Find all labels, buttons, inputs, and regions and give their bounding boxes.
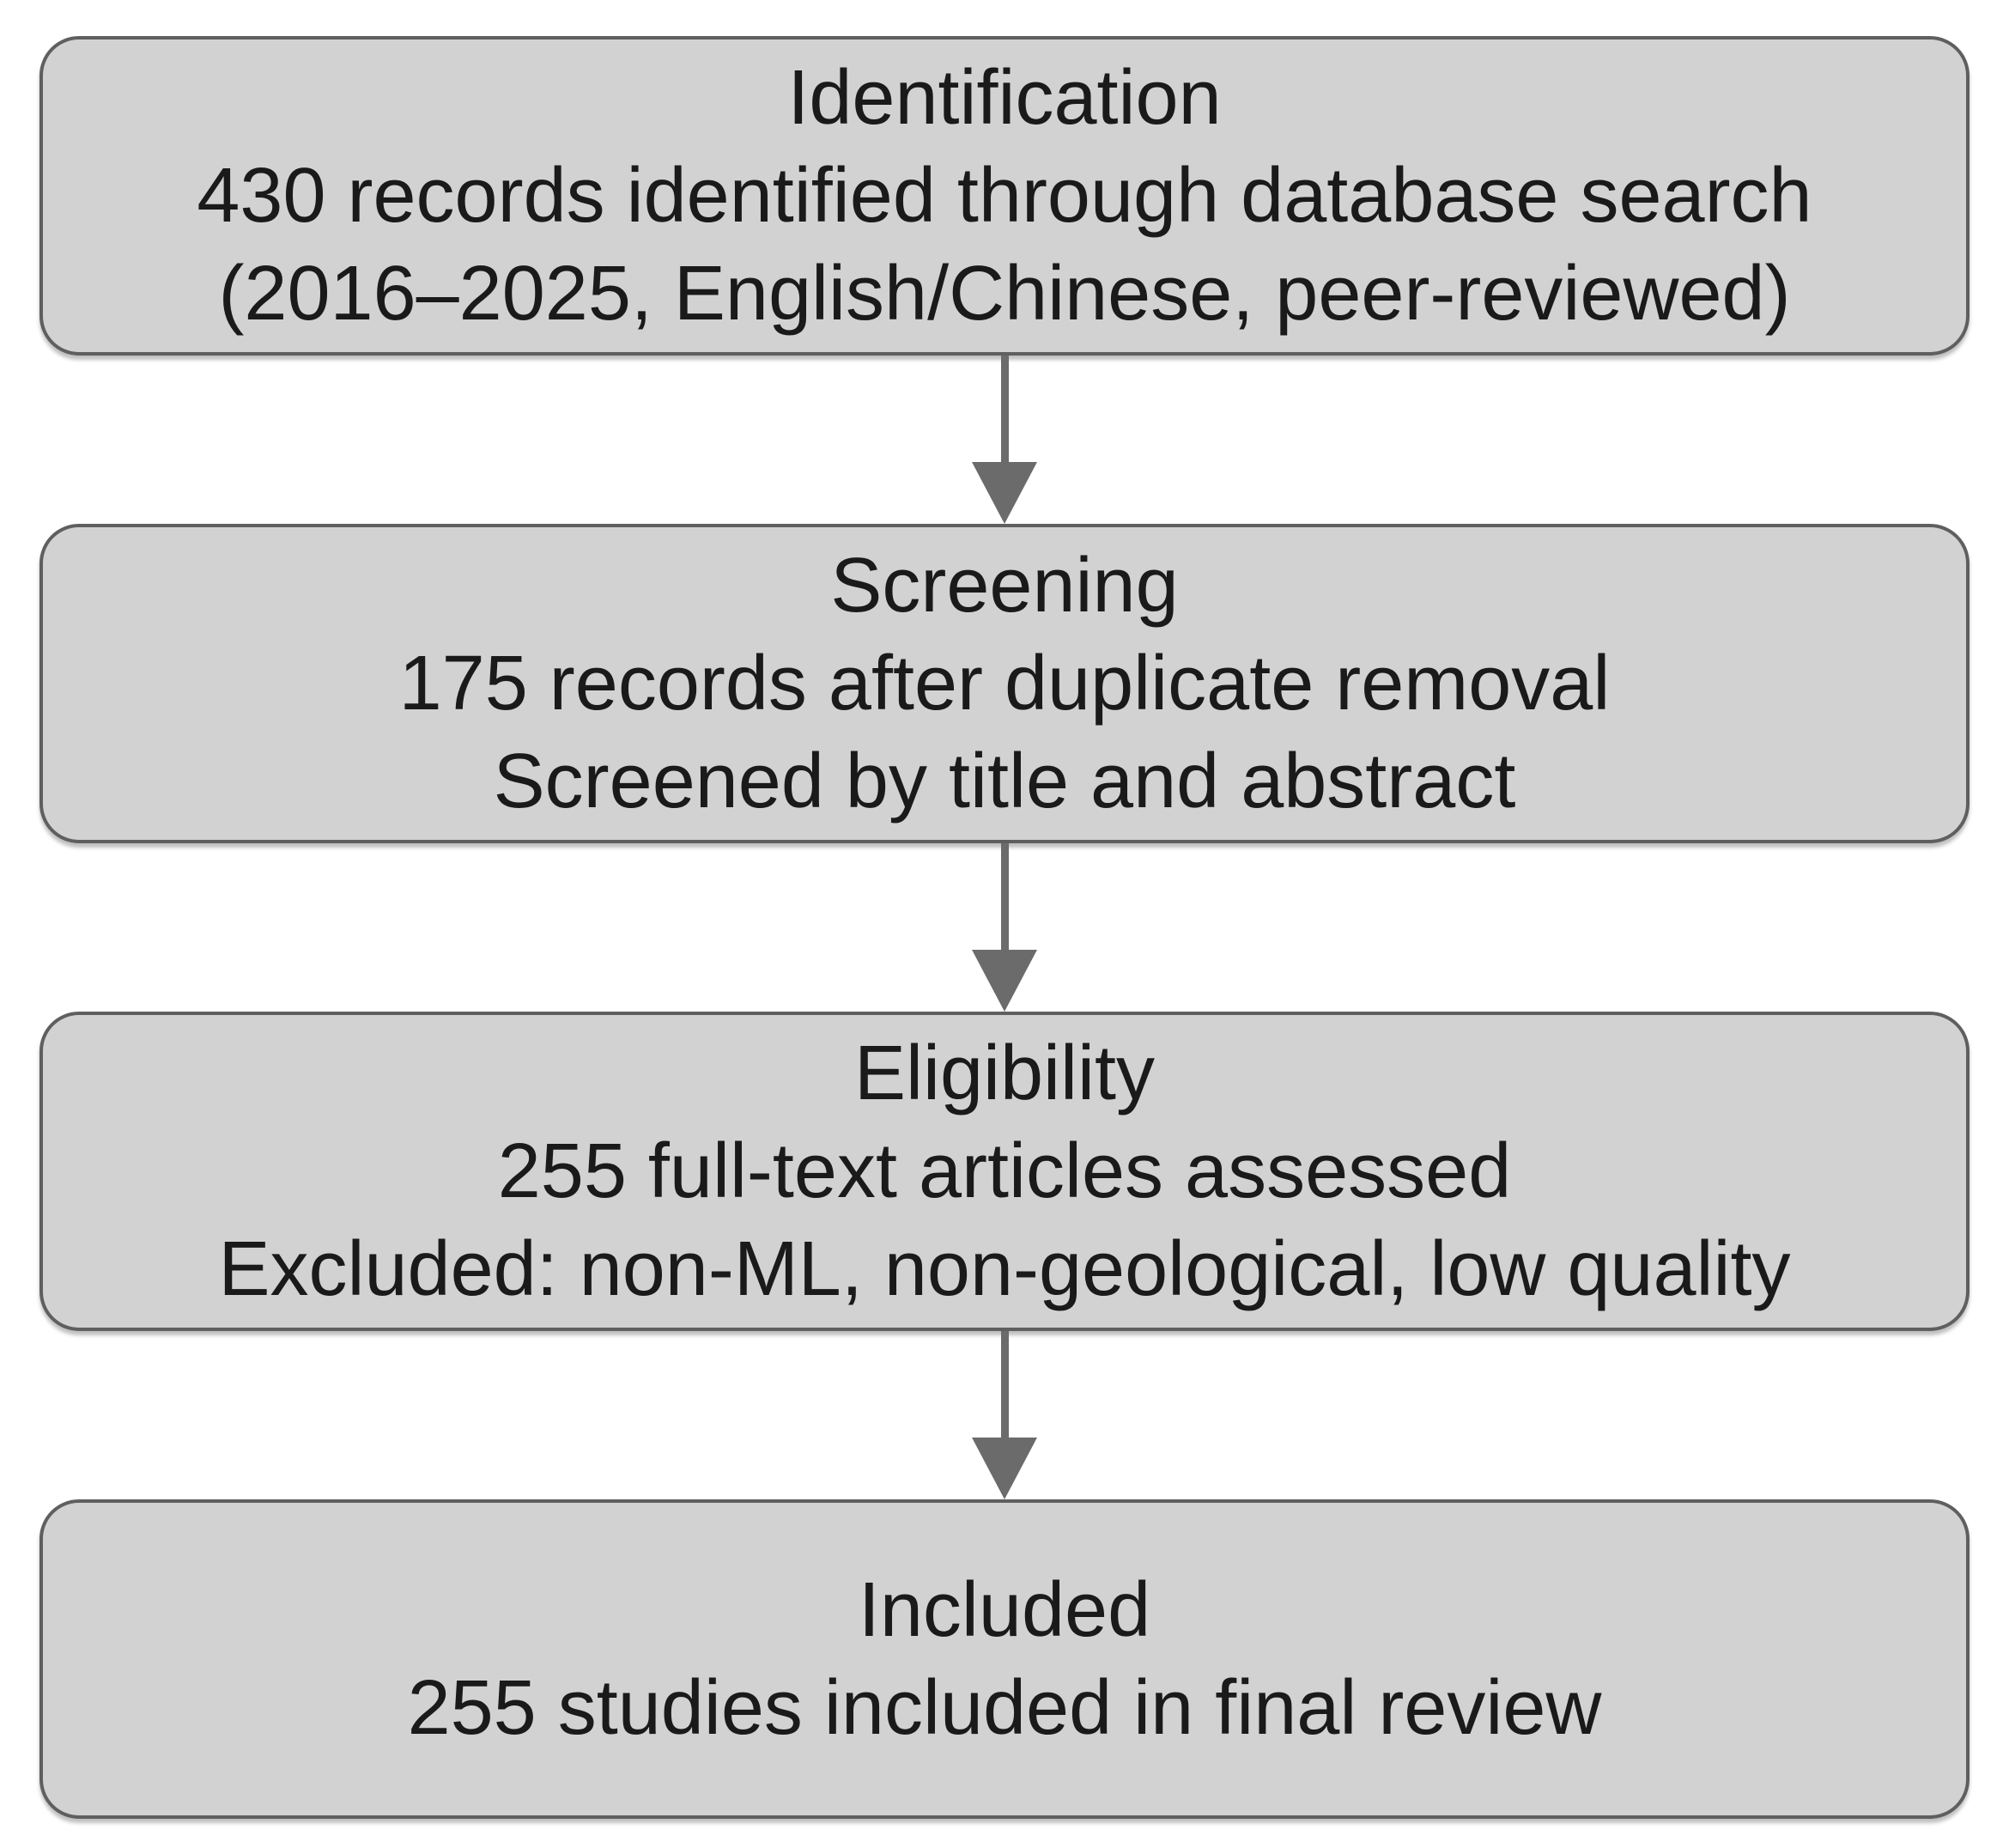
stage-detail-line: Excluded: non-ML, non-geological, low qu… [218, 1226, 1791, 1312]
down-arrow [39, 356, 1970, 524]
stage-box-identification: Identification 430 records identified th… [39, 36, 1970, 356]
arrow-head-icon [972, 462, 1037, 524]
down-arrow [39, 1331, 1970, 1499]
stage-detail-line: 255 studies included in final review [407, 1665, 1602, 1751]
arrow-shaft [1000, 843, 1009, 950]
stage-box-screening: Screening 175 records after duplicate re… [39, 524, 1970, 843]
stage-box-eligibility: Eligibility 255 full-text articles asses… [39, 1012, 1970, 1331]
stage-detail-line: 430 records identified through database … [197, 153, 1812, 239]
arrow-head-icon [972, 1438, 1037, 1499]
stage-title: Included [858, 1567, 1151, 1653]
stage-detail-line: 175 records after duplicate removal [398, 641, 1611, 726]
stage-box-included: Included 255 studies included in final r… [39, 1499, 1970, 1819]
stage-title: Screening [830, 543, 1179, 629]
arrow-shaft [1000, 356, 1009, 462]
stage-detail-line: 255 full-text articles assessed [497, 1128, 1512, 1214]
arrow-head-icon [972, 950, 1037, 1012]
down-arrow [39, 843, 1970, 1012]
stage-title: Identification [787, 55, 1222, 141]
stage-title: Eligibility [853, 1030, 1156, 1116]
stage-detail-line: (2016–2025, English/Chinese, peer-review… [218, 251, 1791, 337]
arrow-shaft [1000, 1331, 1009, 1438]
stage-detail-line: Screened by title and abstract [493, 739, 1516, 824]
